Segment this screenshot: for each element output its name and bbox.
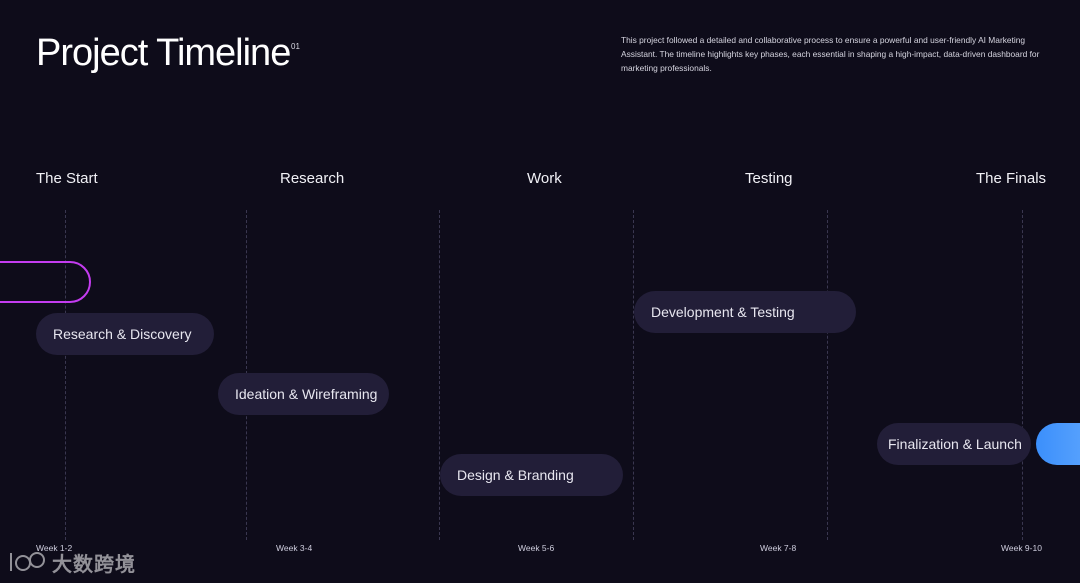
watermark-logo-icon bbox=[10, 551, 45, 571]
week-label: Week 5-6 bbox=[518, 543, 555, 553]
phase-label-start: The Start bbox=[36, 170, 98, 187]
timeline-guide-line bbox=[439, 210, 440, 540]
week-label: Week 7-8 bbox=[760, 543, 797, 553]
task-pill-ideation-wireframing: Ideation & Wireframing bbox=[218, 373, 389, 415]
phase-label-testing: Testing bbox=[745, 170, 793, 187]
week-label: Week 1-2 bbox=[36, 543, 73, 553]
timeline-guide-line bbox=[633, 210, 634, 540]
task-pill-design-branding: Design & Branding bbox=[440, 454, 623, 496]
task-pill-development-testing: Development & Testing bbox=[634, 291, 856, 333]
watermark-text: 大数跨境 bbox=[52, 552, 136, 576]
timeline-guide-line bbox=[827, 210, 828, 540]
project-description: This project followed a detailed and col… bbox=[621, 35, 1040, 73]
week-label: Week 9-10 bbox=[1001, 543, 1042, 553]
phase-label-finals: The Finals bbox=[976, 170, 1047, 187]
timeline-guide-line bbox=[65, 210, 66, 540]
week-label: Week 3-4 bbox=[276, 543, 313, 553]
task-pill-finalization-launch: Finalization & Launch bbox=[877, 423, 1031, 465]
start-accent-pill bbox=[0, 261, 91, 303]
phase-label-research: Research bbox=[280, 170, 345, 187]
watermark: 大数跨境 bbox=[8, 548, 136, 577]
task-pill-research-discovery: Research & Discovery bbox=[36, 313, 214, 355]
phase-label-work: Work bbox=[527, 170, 562, 187]
end-accent-pill bbox=[1036, 423, 1080, 465]
timeline-guide-line bbox=[1022, 210, 1023, 540]
page-title: Project Timeline bbox=[36, 32, 291, 74]
title-index: 01 bbox=[291, 42, 300, 51]
